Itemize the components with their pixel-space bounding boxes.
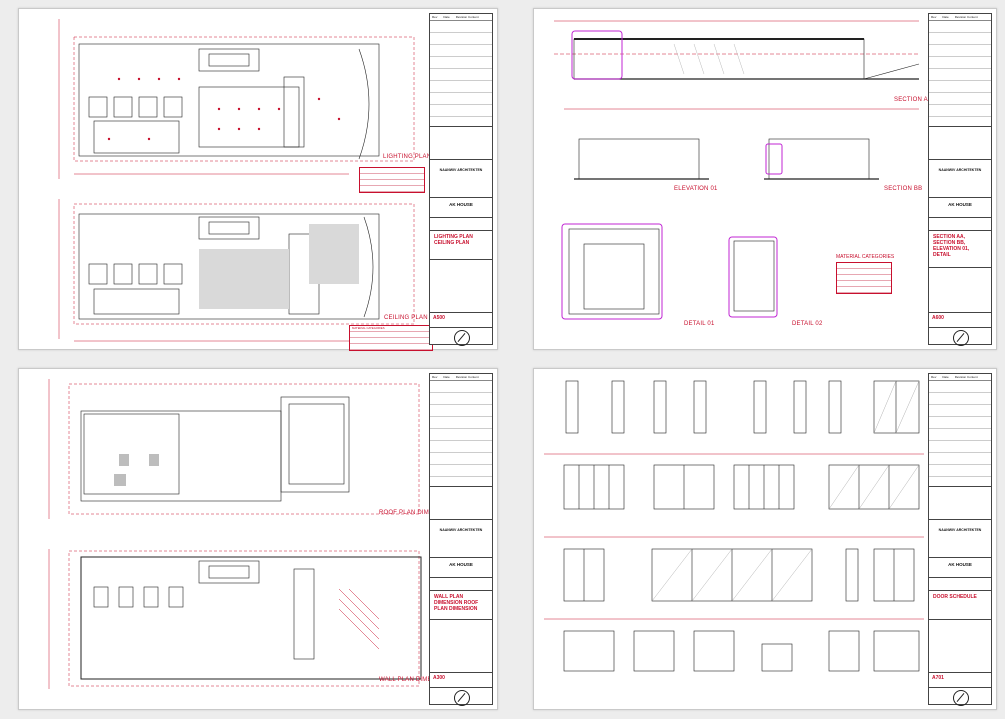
sheet-sections: SECTION AA ELEVATION 01 SECTION BB DETAI… [533,8,997,350]
drawing-wall-roof [48,379,422,689]
north-arrow-icon [454,690,470,706]
material-categories-legend: MATERIAL CATEGORIES [349,325,433,351]
sheet-title: DOOR SCHEDULE [929,591,991,620]
drawing-sections [554,20,920,320]
sheet-number: A500 [430,313,492,328]
lighting-legend [359,167,425,193]
detail-02-label: DETAIL 02 [792,321,823,327]
firm-name: NAANWIV ARCHITEKTEN [430,160,492,198]
sheet-title: LIGHTING PLAN CEILING PLAN [430,231,492,260]
material-legend [836,262,892,294]
elevation-01-label: ELEVATION 01 [674,186,718,192]
north-arrow-icon [454,330,470,346]
drawing-door-schedule [544,380,924,672]
north-arrow-icon [953,690,969,706]
north-arrow-icon [953,330,969,346]
sheet-title: WALL PLAN DIMENSION ROOF PLAN DIMENSION [430,591,492,620]
section-aa-label: SECTION AA [894,97,933,103]
material-categories-title: MATERIAL CATEGORIES [350,326,432,332]
detail-01-label: DETAIL 01 [684,321,715,327]
material-categories-heading: MATERIAL CATEGORIES [836,254,895,260]
project-name: AK HOUSE [430,198,492,218]
wall-plan-label: WALL PLAN DIMENSION [379,677,452,683]
sheet-wall-roof: ROOF PLAN DIMENSION WALL PLAN DIMENSION … [18,368,498,710]
sheet-title: SECTION AA, SECTION BB, ELEVATION 01, DE… [929,231,991,268]
drawing-lighting-ceiling [58,19,415,342]
section-bb-label: SECTION BB [884,186,923,192]
ceiling-plan-label: CEILING PLAN [384,315,428,321]
roof-plan-label: ROOF PLAN DIMENSION [379,510,454,516]
sheet-lighting-ceiling: LIGHTING PLAN CEILING PLAN MATERIAL CATE… [18,8,498,351]
lighting-plan-label: LIGHTING PLAN [383,154,432,160]
